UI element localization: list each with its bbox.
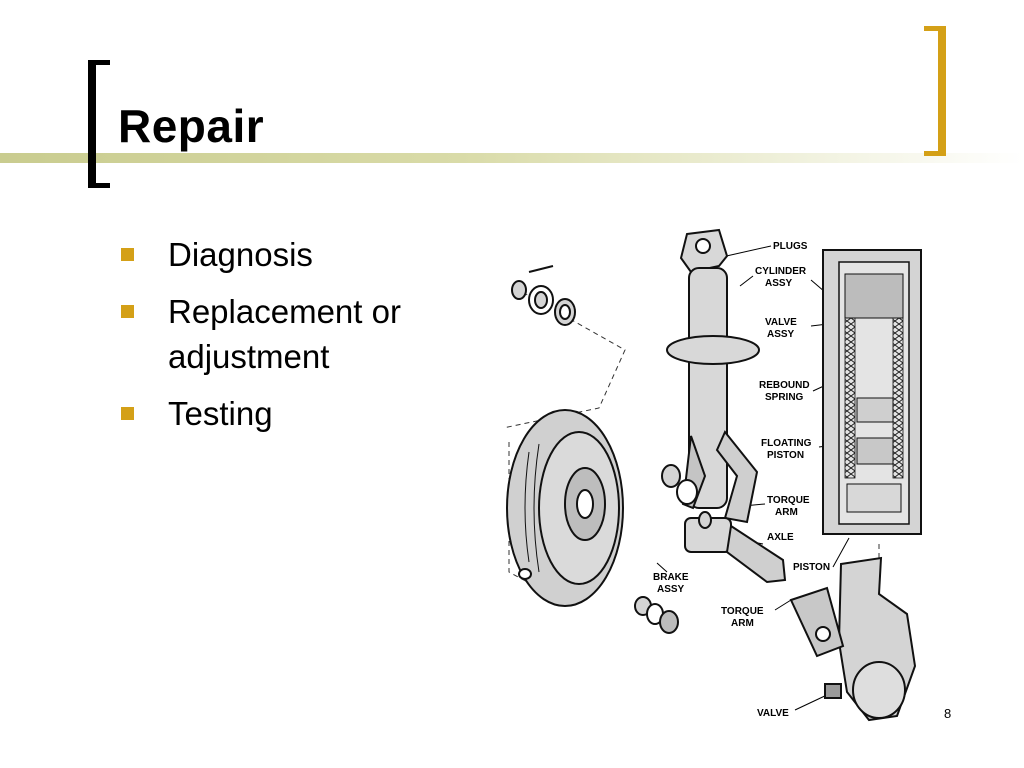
label-torque-arm-lower-line1: TORQUE — [721, 606, 764, 617]
strut-cutaway — [822, 249, 922, 535]
label-cylinder-assy-line1: CYLINDER — [755, 266, 807, 277]
label-floating-piston-line2: PISTON — [767, 450, 804, 461]
label-rebound-spring-line2: SPRING — [765, 392, 804, 403]
landing-gear-exploded-diagram: PLUGS CYLINDER ASSY VALVE ASSY REBOUND S… — [502, 228, 922, 722]
bullet-item-testing: Testing — [118, 391, 478, 436]
diagram-labels: PLUGS CYLINDER ASSY VALVE ASSY REBOUND S… — [653, 241, 830, 719]
label-brake-assy-line1: BRAKE — [653, 572, 689, 583]
left-bracket-decoration — [88, 60, 110, 188]
page-number: 8 — [944, 706, 952, 721]
bullet-item-replacement: Replacement or adjustment — [118, 289, 478, 379]
title-divider-band — [0, 153, 1024, 163]
label-rebound-spring-line1: REBOUND — [759, 380, 810, 391]
label-torque-arm-lower-line2: ARM — [731, 618, 754, 629]
label-valve-assy-line2: ASSY — [767, 329, 795, 340]
wheel-hardware — [511, 265, 712, 634]
label-brake-assy-line2: ASSY — [657, 584, 685, 595]
square-bullet-icon — [121, 248, 134, 261]
square-bullet-icon — [121, 407, 134, 420]
bullet-item-diagnosis: Diagnosis — [118, 232, 478, 277]
label-torque-arm-upper-line2: ARM — [775, 507, 798, 518]
label-piston: PISTON — [793, 562, 830, 573]
bullet-list: Diagnosis Replacement or adjustment Test… — [118, 232, 478, 448]
slide-title: Repair — [118, 103, 271, 149]
label-axle: AXLE — [767, 532, 794, 543]
lower-torque-arm-assembly — [789, 556, 917, 722]
strut-assembly — [666, 228, 787, 584]
bullet-text: Diagnosis — [168, 236, 313, 273]
bullet-text: Replacement or adjustment — [168, 293, 401, 375]
label-valve-assy-line1: VALVE — [765, 317, 797, 328]
label-plugs: PLUGS — [773, 241, 808, 252]
label-torque-arm-upper-line1: TORQUE — [767, 495, 810, 506]
bullet-text: Testing — [168, 395, 273, 432]
right-bracket-decoration — [924, 26, 946, 156]
label-valve: VALVE — [757, 708, 789, 719]
wheel-tire — [506, 409, 624, 607]
label-floating-piston-line1: FLOATING — [761, 438, 812, 449]
label-cylinder-assy-line2: ASSY — [765, 278, 793, 289]
square-bullet-icon — [121, 305, 134, 318]
